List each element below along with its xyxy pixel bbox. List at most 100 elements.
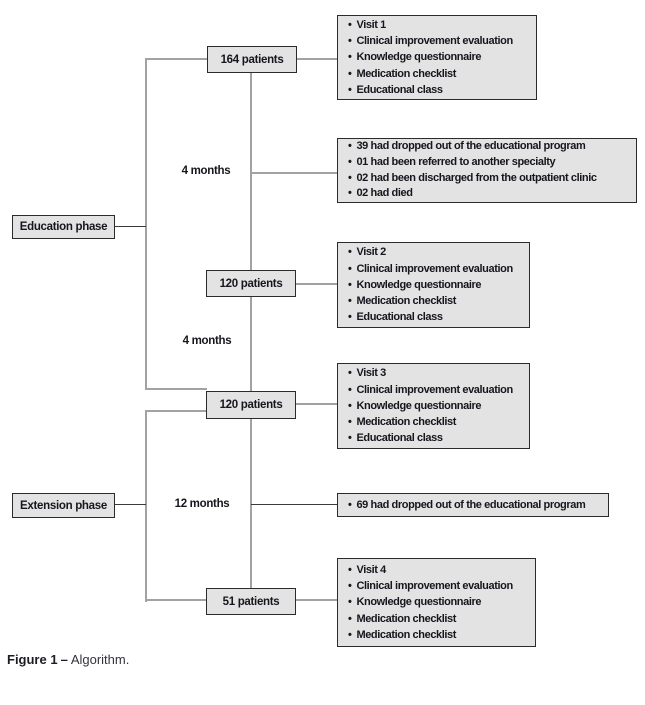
list-item: • Knowledge questionnaire bbox=[348, 277, 529, 293]
list-item-text: Medication checklist bbox=[356, 612, 457, 625]
list-item-text: Educational class bbox=[356, 83, 443, 96]
connector-education-bracket-to-120b bbox=[145, 388, 207, 390]
list-item: • 69 had dropped out of the educational p… bbox=[348, 497, 608, 513]
list-item-text: Visit 3 bbox=[356, 367, 386, 380]
bullet-icon: • bbox=[348, 187, 352, 200]
bullet-icon: • bbox=[348, 171, 352, 184]
interval-label-4-months-1: 4 months bbox=[146, 165, 266, 177]
visit1-details-box: • Visit 1 • Clinical improvement evaluatio… bbox=[337, 15, 537, 100]
connector-bracket-to-164 bbox=[145, 58, 208, 60]
node-120-patients-visit3: 120 patients bbox=[206, 391, 296, 419]
list-item-text: Knowledge questionnaire bbox=[356, 399, 482, 412]
interval-text: 12 months bbox=[174, 498, 230, 510]
list-item-text: Visit 4 bbox=[356, 563, 386, 576]
list-item-text: Medication checklist bbox=[356, 295, 457, 308]
bullet-icon: • bbox=[348, 416, 352, 429]
node-164-patients: 164 patients bbox=[207, 46, 297, 73]
connector-120b-to-visit3 bbox=[295, 403, 338, 405]
bullet-icon: • bbox=[348, 628, 352, 641]
list-item: •Clinical improvement evaluation bbox=[348, 578, 535, 594]
connector-extension-bracket-to-51 bbox=[145, 599, 207, 601]
bullet-icon: • bbox=[348, 35, 352, 48]
bullet-icon: • bbox=[348, 83, 352, 96]
figure-caption-label: Figure 1 bbox=[7, 652, 58, 667]
list-item-text: 69 had dropped out of the educational pr… bbox=[356, 498, 586, 511]
bullet-icon: • bbox=[348, 51, 352, 64]
dropout-details-box-1: •39 had dropped out of the educational p… bbox=[337, 138, 637, 203]
connector-education-bracket-vertical bbox=[145, 58, 147, 390]
list-item: • 02 had died bbox=[348, 186, 636, 202]
list-item-text: Clinical improvement evaluation bbox=[356, 580, 513, 593]
connector-spine-to-dropout1 bbox=[250, 172, 338, 174]
bullet-icon: • bbox=[348, 596, 352, 609]
interval-text: 4 months bbox=[182, 335, 232, 347]
list-item: •Knowledge questionnaire bbox=[348, 49, 536, 65]
extension-phase-label: Extension phase bbox=[20, 499, 107, 512]
list-item-text: Knowledge questionnaire bbox=[356, 596, 482, 609]
connector-spine-120-to-120 bbox=[250, 296, 252, 392]
connector-extension-box-stub bbox=[115, 504, 146, 505]
list-item-text: Medication checklist bbox=[356, 67, 457, 80]
list-item: • Visit 1 bbox=[348, 17, 536, 33]
list-item-text: Medication checklist bbox=[356, 628, 457, 641]
education-phase-box: Education phase bbox=[12, 215, 115, 239]
connector-120a-to-visit2 bbox=[295, 283, 338, 285]
list-item-text: Educational class bbox=[356, 432, 443, 445]
interval-label-12-months: 12 months bbox=[146, 498, 258, 510]
connector-51-to-visit4 bbox=[295, 599, 338, 601]
list-item: • Visit 2 bbox=[348, 244, 529, 260]
connector-extension-bracket-to-120b bbox=[145, 410, 207, 412]
list-item-text: Visit 1 bbox=[356, 18, 386, 31]
list-item: •Medication checklist bbox=[348, 414, 529, 430]
list-item-text: Clinical improvement evaluation bbox=[356, 35, 513, 48]
list-item-text: Educational class bbox=[356, 311, 443, 324]
bullet-icon: • bbox=[348, 612, 352, 625]
connector-spine-164-to-120 bbox=[250, 72, 252, 271]
list-item: •Clinical improvement evaluation bbox=[348, 382, 529, 398]
patient-count-label: 51 patients bbox=[222, 595, 280, 608]
bullet-icon: • bbox=[348, 67, 352, 80]
bullet-icon: • bbox=[348, 563, 352, 576]
list-item: • Visit 4 bbox=[348, 562, 535, 578]
patient-count-label: 120 patients bbox=[219, 399, 283, 411]
list-item: • Clinical improvement evaluation bbox=[348, 33, 536, 49]
list-item: • Knowledge questionnaire bbox=[348, 398, 529, 414]
list-item: • Educational class bbox=[348, 430, 529, 446]
interval-text: 4 months bbox=[181, 165, 231, 177]
connector-164-to-visit1 bbox=[296, 58, 338, 60]
list-item: • Educational class bbox=[348, 309, 529, 325]
figure-caption-text: Algorithm. bbox=[70, 652, 130, 667]
extension-phase-box: Extension phase bbox=[12, 493, 115, 518]
bullet-icon: • bbox=[348, 367, 352, 380]
list-item-text: Clinical improvement evaluation bbox=[356, 262, 513, 275]
bullet-icon: • bbox=[348, 18, 352, 31]
list-item-text: Knowledge questionnaire bbox=[356, 278, 482, 291]
node-120-patients-visit2: 120 patients bbox=[206, 270, 296, 297]
connector-spine-120-to-51 bbox=[250, 418, 252, 589]
bullet-icon: • bbox=[348, 399, 352, 412]
patient-count-label: 164 patients bbox=[220, 53, 284, 66]
list-item: • Knowledge questionnaire bbox=[348, 594, 535, 610]
connector-education-box-stub bbox=[115, 226, 146, 227]
visit4-details-box: •Visit 4 •Clinical improvement evaluatio… bbox=[337, 558, 536, 647]
list-item: • Medication checklist bbox=[348, 611, 535, 627]
list-item-text: Clinical improvement evaluation bbox=[356, 383, 513, 396]
bullet-icon: • bbox=[348, 246, 352, 259]
list-item: • Medication checklist bbox=[348, 66, 536, 82]
list-item: •Clinical improvement evaluation bbox=[348, 261, 529, 277]
bullet-icon: • bbox=[348, 498, 352, 511]
interval-label-4-months-2: 4 months bbox=[146, 335, 268, 347]
list-item: • Medication checklist bbox=[348, 627, 535, 643]
list-item-text: 02 had been discharged from the outpatie… bbox=[356, 171, 597, 184]
list-item-text: 01 had been referred to another specialt… bbox=[356, 155, 556, 168]
visit2-details-box: •Visit 2 •Clinical improvement evaluatio… bbox=[337, 242, 530, 328]
list-item-text: Visit 2 bbox=[356, 246, 386, 259]
bullet-icon: • bbox=[348, 278, 352, 291]
figure-caption-dash: – bbox=[60, 652, 68, 667]
bullet-icon: • bbox=[348, 432, 352, 445]
patient-count-label: 120 patients bbox=[219, 277, 283, 290]
list-item-text: 02 had died bbox=[356, 187, 413, 200]
bullet-icon: • bbox=[348, 311, 352, 324]
visit3-details-box: •Visit 3 •Clinical improvement evaluatio… bbox=[337, 363, 530, 449]
bullet-icon: • bbox=[348, 140, 352, 153]
